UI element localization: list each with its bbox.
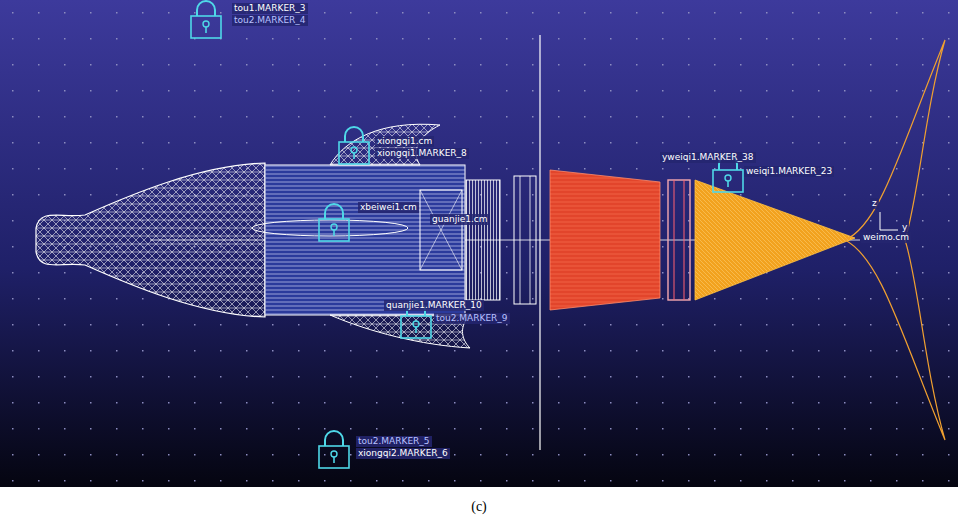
joint-ring [514, 176, 536, 304]
section-line [539, 35, 540, 450]
joint-ring [668, 180, 690, 300]
marker-label: yweiqi1.MARKER_38 [660, 152, 756, 163]
joint-ring [674, 180, 684, 300]
joint-box [420, 190, 462, 270]
tail-segment [550, 170, 660, 310]
marker-label: weiqi1.MARKER_23 [744, 166, 834, 177]
marker-label: tou2.MARKER_4 [232, 15, 308, 26]
head-mesh [36, 163, 265, 317]
caudal-fin [845, 40, 945, 440]
marker-label: xiongqi1.MARKER_8 [375, 148, 469, 159]
joint-disc [466, 180, 500, 300]
marker-label: weimo.cm [861, 232, 911, 243]
axis-triad [880, 212, 898, 230]
marker-label: quanjie1.MARKER_10 [384, 300, 484, 311]
body-lines [265, 165, 465, 315]
joint-box [420, 190, 462, 270]
marker-label: guanjie1.cm [430, 214, 489, 225]
body-ellipse [252, 220, 408, 236]
tail-cone [695, 180, 855, 300]
marker-label: xiongqi1.cm [375, 136, 434, 147]
lock-icon [191, 1, 221, 38]
lock-icon [319, 431, 349, 468]
background [0, 0, 958, 487]
lock-icon [319, 204, 349, 241]
marker-label: tou2.MARKER_9 [434, 313, 510, 324]
grid-dots [0, 0, 958, 487]
marker-label: xiongqi2.MARKER_6 [356, 448, 450, 459]
marker-label: tou1.MARKER_3 [232, 3, 308, 14]
lock-icon [339, 127, 369, 164]
figure-caption: (c) [471, 499, 487, 515]
marker-label: z [870, 198, 879, 209]
marker-label: xbeiwei1.cm [358, 202, 419, 213]
joint-ring [520, 176, 530, 304]
caption-ground [0, 487, 958, 528]
marker-label: tou2.MARKER_5 [356, 436, 432, 447]
body-part [265, 165, 465, 315]
marker-label: y [900, 222, 909, 233]
